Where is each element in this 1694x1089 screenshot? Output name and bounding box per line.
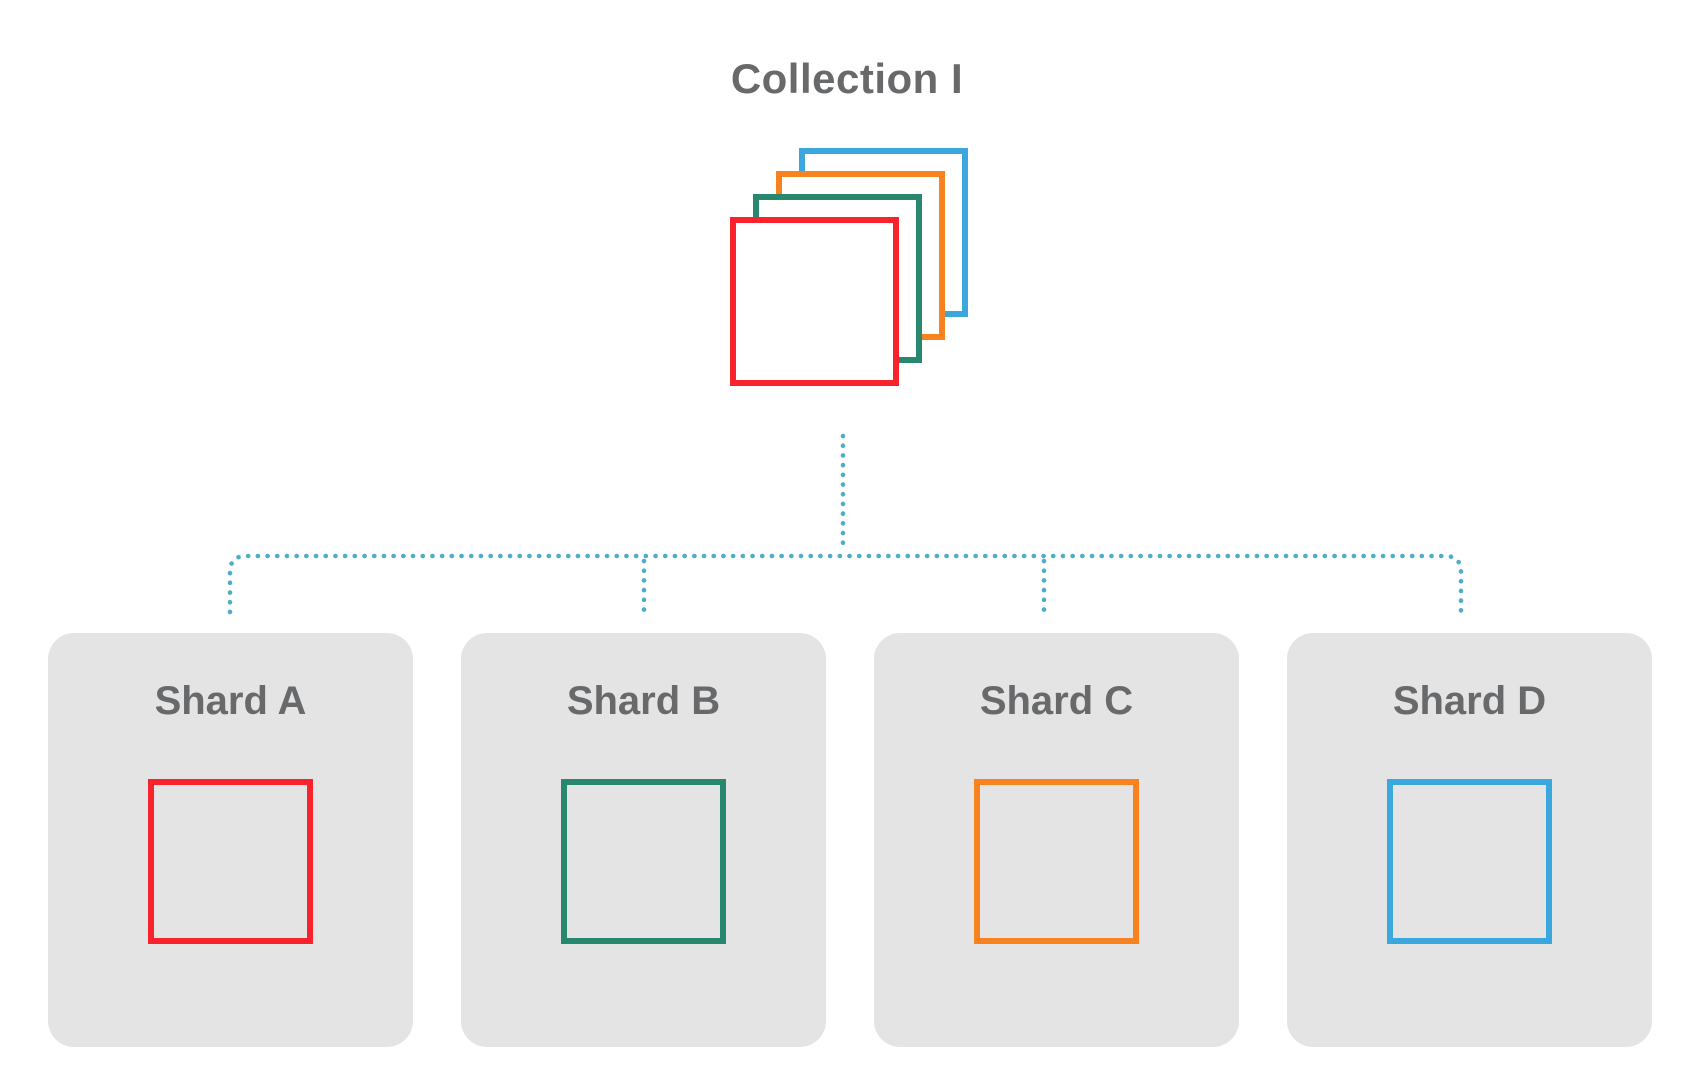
shard-a-card: Shard A <box>48 633 413 1047</box>
shard-d-card: Shard D <box>1287 633 1652 1047</box>
collection-layer-red <box>730 217 899 386</box>
shard-b-label: Shard B <box>566 679 721 723</box>
shard-a-square <box>148 779 313 944</box>
connector-group <box>227 433 1464 615</box>
shard-d-label: Shard D <box>1392 679 1547 723</box>
shard-b-square <box>561 779 726 944</box>
shard-c-square <box>974 779 1139 944</box>
shard-d-square <box>1387 779 1552 944</box>
shard-c-label: Shard C <box>979 679 1134 723</box>
shard-b-card: Shard B <box>461 633 826 1047</box>
collection-title: Collection I <box>730 55 964 102</box>
shard-a-label: Shard A <box>154 679 307 723</box>
shard-c-card: Shard C <box>874 633 1239 1047</box>
connector-bracket <box>227 553 1464 615</box>
